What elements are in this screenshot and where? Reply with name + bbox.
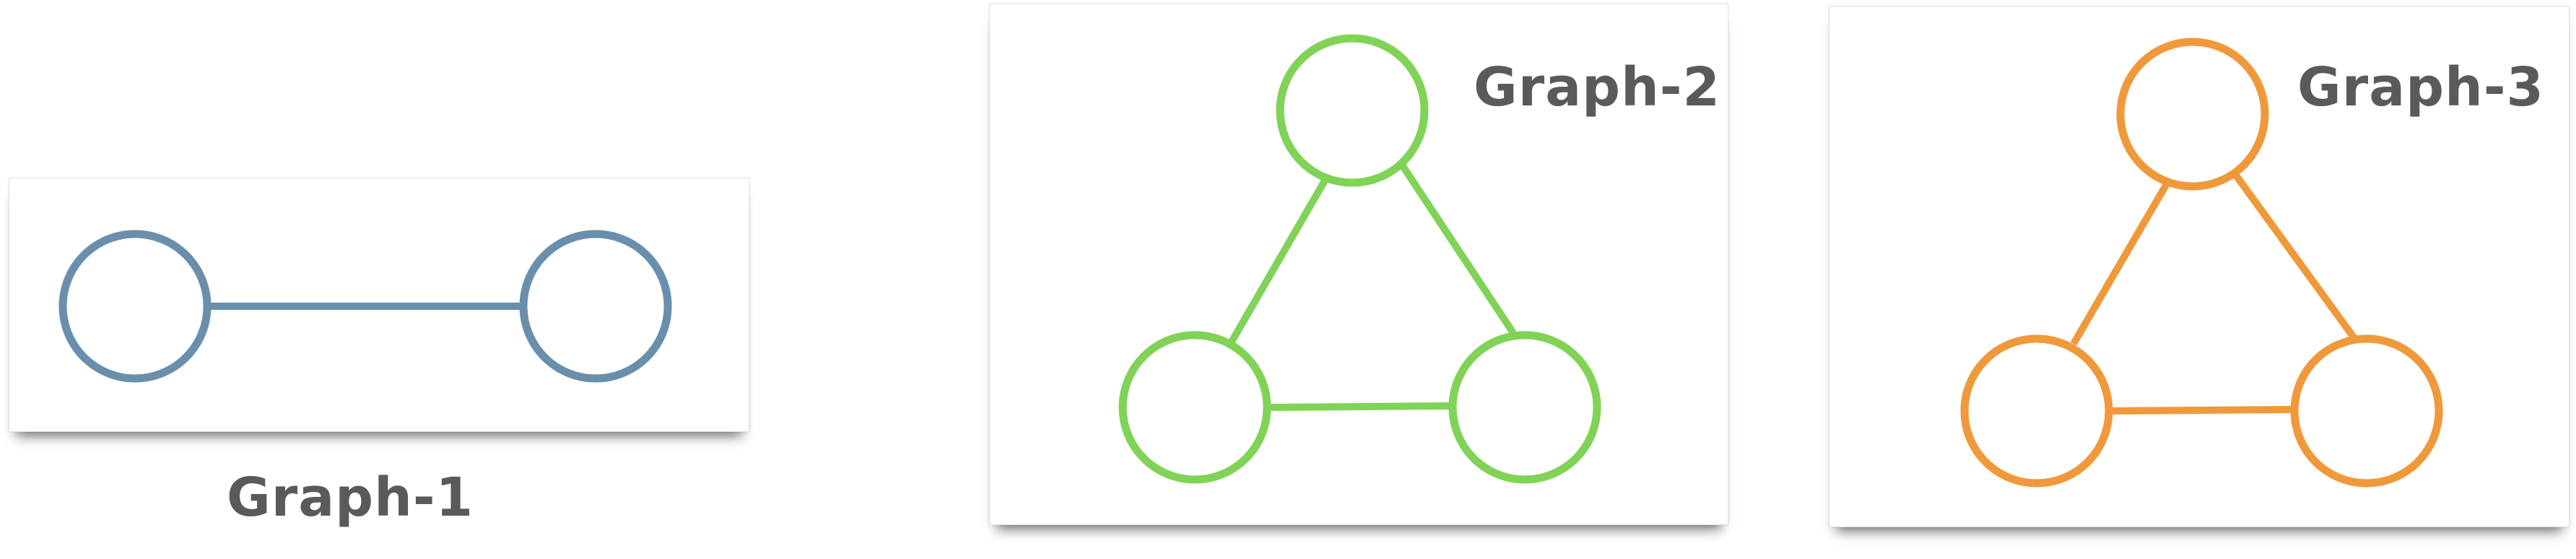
graph-1-card <box>9 178 749 432</box>
graph-2-node <box>1276 34 1429 187</box>
graph-3-edge <box>2108 406 2295 415</box>
graph-3-node <box>2290 334 2443 488</box>
graph-2-edge <box>1266 402 1453 411</box>
graph-1-label: Graph-1 <box>227 467 474 529</box>
graph-1-node <box>58 230 212 383</box>
graph-2-node <box>1448 331 1601 484</box>
graph-3-edge <box>2231 171 2357 339</box>
graph-1-node <box>519 230 672 383</box>
graph-3-node <box>1960 334 2113 488</box>
graph-2-node <box>1118 331 1271 484</box>
graph-2-edge <box>1228 178 1328 344</box>
graph-3-card: Graph-3 <box>1829 6 2570 527</box>
graph-2-label: Graph-2 <box>1474 56 1721 118</box>
graph-2-diagram <box>1118 34 1601 484</box>
graph-1-diagram <box>58 230 672 383</box>
graph-3-diagram <box>1960 38 2443 488</box>
graph-3-node <box>2116 38 2269 191</box>
graph-3-label: Graph-3 <box>2297 56 2545 118</box>
graph-2-card: Graph-2 <box>989 4 1728 525</box>
graph-2-edge <box>1398 162 1517 335</box>
graph-3-edge <box>2070 181 2171 346</box>
